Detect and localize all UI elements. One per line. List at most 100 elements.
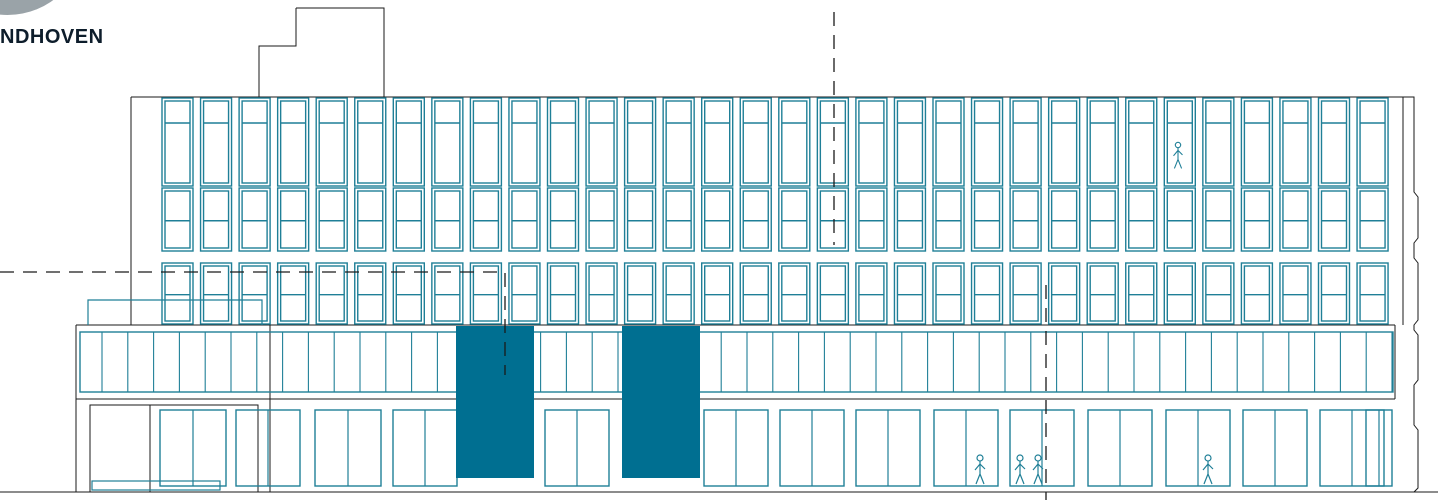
window-inner-frame bbox=[1205, 265, 1232, 322]
window-inner-frame bbox=[279, 190, 307, 249]
window bbox=[893, 97, 927, 187]
window-inner-frame bbox=[1243, 100, 1271, 184]
window bbox=[970, 97, 1004, 187]
window bbox=[469, 187, 503, 252]
window-inner-frame bbox=[241, 100, 268, 184]
window-inner-frame bbox=[434, 265, 461, 322]
window-inner-frame bbox=[357, 190, 384, 249]
window-inner-frame bbox=[665, 265, 692, 322]
window-inner-frame bbox=[1050, 190, 1078, 249]
window-inner-frame bbox=[781, 100, 808, 184]
window bbox=[392, 262, 425, 325]
window bbox=[508, 187, 541, 252]
window bbox=[1047, 187, 1081, 252]
window-inner-frame bbox=[1243, 265, 1271, 322]
window bbox=[778, 187, 811, 252]
window bbox=[778, 262, 811, 325]
window-inner-frame bbox=[357, 265, 384, 322]
window bbox=[701, 262, 734, 325]
window-inner-frame bbox=[1089, 100, 1116, 184]
window bbox=[1125, 262, 1158, 325]
window bbox=[585, 97, 618, 187]
window-inner-frame bbox=[819, 100, 847, 184]
window bbox=[701, 97, 734, 187]
window bbox=[623, 97, 657, 187]
window-inner-frame bbox=[588, 100, 615, 184]
window bbox=[546, 97, 580, 187]
terrace-frame bbox=[89, 404, 259, 493]
window bbox=[816, 97, 850, 187]
window bbox=[238, 262, 271, 325]
window bbox=[816, 187, 850, 252]
window-inner-frame bbox=[395, 100, 422, 184]
window bbox=[739, 262, 772, 325]
window bbox=[1086, 97, 1119, 187]
window-inner-frame bbox=[164, 190, 191, 249]
window bbox=[1279, 262, 1312, 325]
window bbox=[855, 97, 888, 187]
window bbox=[161, 262, 194, 325]
window bbox=[546, 187, 580, 252]
window bbox=[893, 187, 927, 252]
window-inner-frame bbox=[973, 190, 1001, 249]
plinth-edges bbox=[75, 325, 1396, 492]
window-inner-frame bbox=[781, 265, 808, 322]
window-inner-frame bbox=[1012, 100, 1039, 184]
window-inner-frame bbox=[511, 190, 538, 249]
window-inner-frame bbox=[973, 100, 1001, 184]
window-inner-frame bbox=[202, 100, 230, 184]
window bbox=[970, 262, 1004, 325]
window bbox=[238, 187, 271, 252]
window bbox=[508, 97, 541, 187]
window-inner-frame bbox=[896, 190, 924, 249]
window-inner-frame bbox=[202, 265, 230, 322]
window-inner-frame bbox=[665, 190, 692, 249]
upper-floor-windows bbox=[161, 97, 1389, 325]
window-inner-frame bbox=[1320, 265, 1348, 322]
window-inner-frame bbox=[626, 190, 654, 249]
window bbox=[276, 187, 310, 252]
window bbox=[1279, 97, 1312, 187]
window-inner-frame bbox=[1282, 190, 1309, 249]
window bbox=[392, 187, 425, 252]
window-inner-frame bbox=[1089, 265, 1116, 322]
accent-panel bbox=[622, 326, 700, 478]
window-inner-frame bbox=[1282, 100, 1309, 184]
window bbox=[1356, 187, 1389, 252]
window bbox=[315, 187, 348, 252]
window bbox=[1125, 97, 1158, 187]
window-inner-frame bbox=[1282, 265, 1309, 322]
window-inner-frame bbox=[1128, 100, 1155, 184]
window bbox=[1163, 97, 1197, 187]
window-inner-frame bbox=[472, 100, 500, 184]
window-inner-frame bbox=[1050, 265, 1078, 322]
window-inner-frame bbox=[665, 100, 692, 184]
window bbox=[469, 97, 503, 187]
section-line bbox=[0, 271, 506, 375]
window-inner-frame bbox=[1359, 265, 1386, 322]
window bbox=[1279, 187, 1312, 252]
person-figure bbox=[1173, 141, 1183, 169]
window bbox=[238, 97, 271, 187]
window bbox=[199, 262, 233, 325]
window bbox=[1202, 262, 1235, 325]
window-inner-frame bbox=[858, 265, 885, 322]
window bbox=[354, 97, 387, 187]
roof-line bbox=[131, 96, 1404, 325]
window bbox=[1317, 97, 1351, 187]
window bbox=[1317, 262, 1351, 325]
window-inner-frame bbox=[935, 265, 962, 322]
window-inner-frame bbox=[549, 265, 577, 322]
shopfront-band bbox=[79, 331, 1394, 393]
person-figure bbox=[974, 454, 986, 485]
window-inner-frame bbox=[357, 100, 384, 184]
ground-floor-shopfront bbox=[79, 331, 1394, 487]
window bbox=[855, 262, 888, 325]
window bbox=[546, 262, 580, 325]
window bbox=[354, 187, 387, 252]
window bbox=[585, 187, 618, 252]
window bbox=[1317, 187, 1351, 252]
window-inner-frame bbox=[1166, 100, 1194, 184]
window bbox=[1356, 262, 1389, 325]
